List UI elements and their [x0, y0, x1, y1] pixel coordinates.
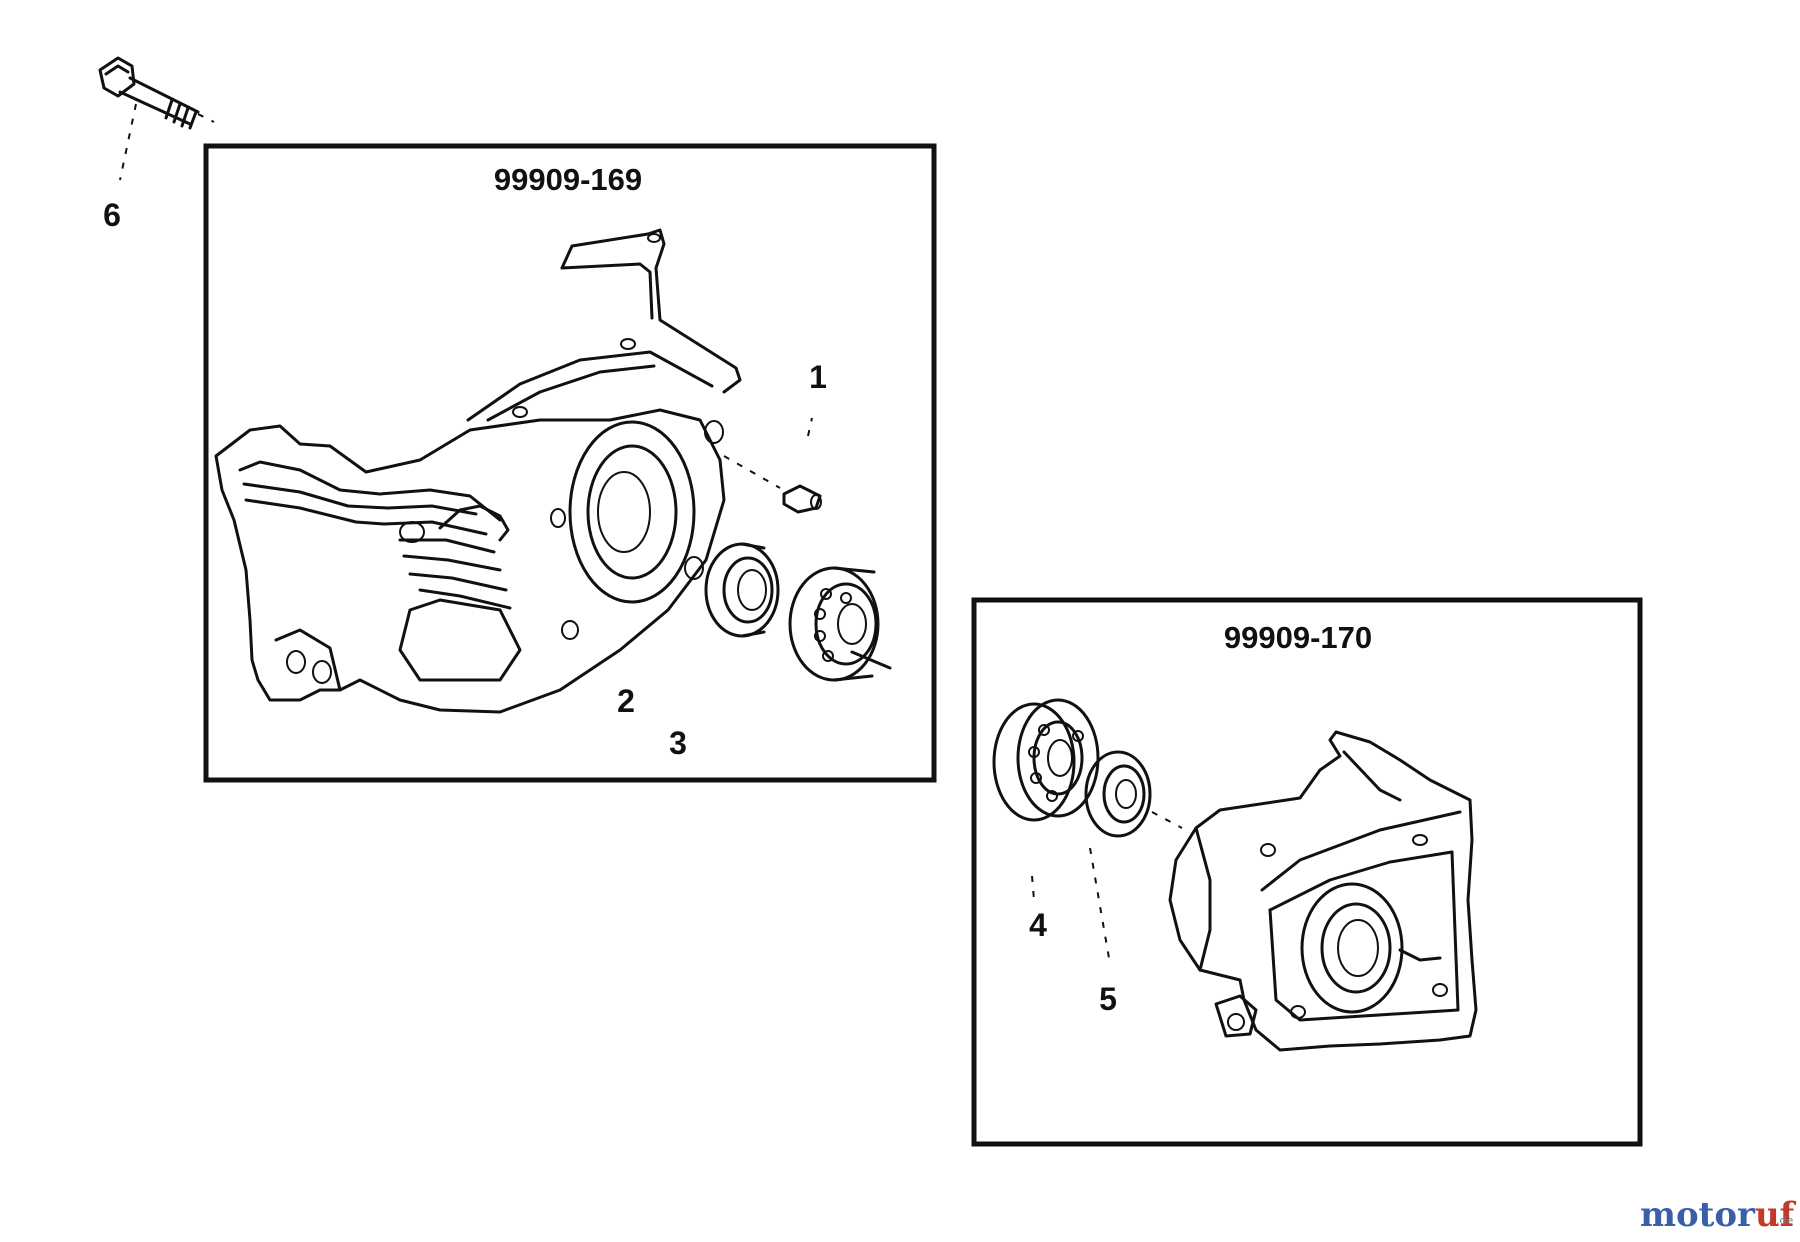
dowel-pin-illustration — [723, 417, 822, 514]
bearing-and-seal-illustration-2 — [992, 698, 1183, 965]
watermark-domain-suffix: .de — [1776, 1214, 1793, 1227]
kit-box-99909-170 — [971, 597, 1643, 1147]
callout-1: 1 — [809, 359, 827, 395]
kit-box-99909-169 — [203, 143, 937, 783]
seal-and-bearing-illustration — [704, 542, 892, 682]
bolt-illustration — [98, 56, 215, 181]
callout-6: 6 — [103, 197, 121, 233]
callout-2: 2 — [617, 683, 635, 719]
crankcase-half-2-illustration — [1168, 730, 1478, 1052]
callout-3: 3 — [669, 725, 687, 761]
callout-5: 5 — [1099, 981, 1117, 1017]
kit-part-number-169: 99909-169 — [494, 162, 642, 197]
crankcase-half-illustration — [214, 228, 742, 714]
watermark-logo: motoruf — [1640, 1195, 1797, 1235]
callout-4: 4 — [1029, 907, 1047, 943]
kit-part-number-170: 99909-170 — [1224, 620, 1372, 655]
